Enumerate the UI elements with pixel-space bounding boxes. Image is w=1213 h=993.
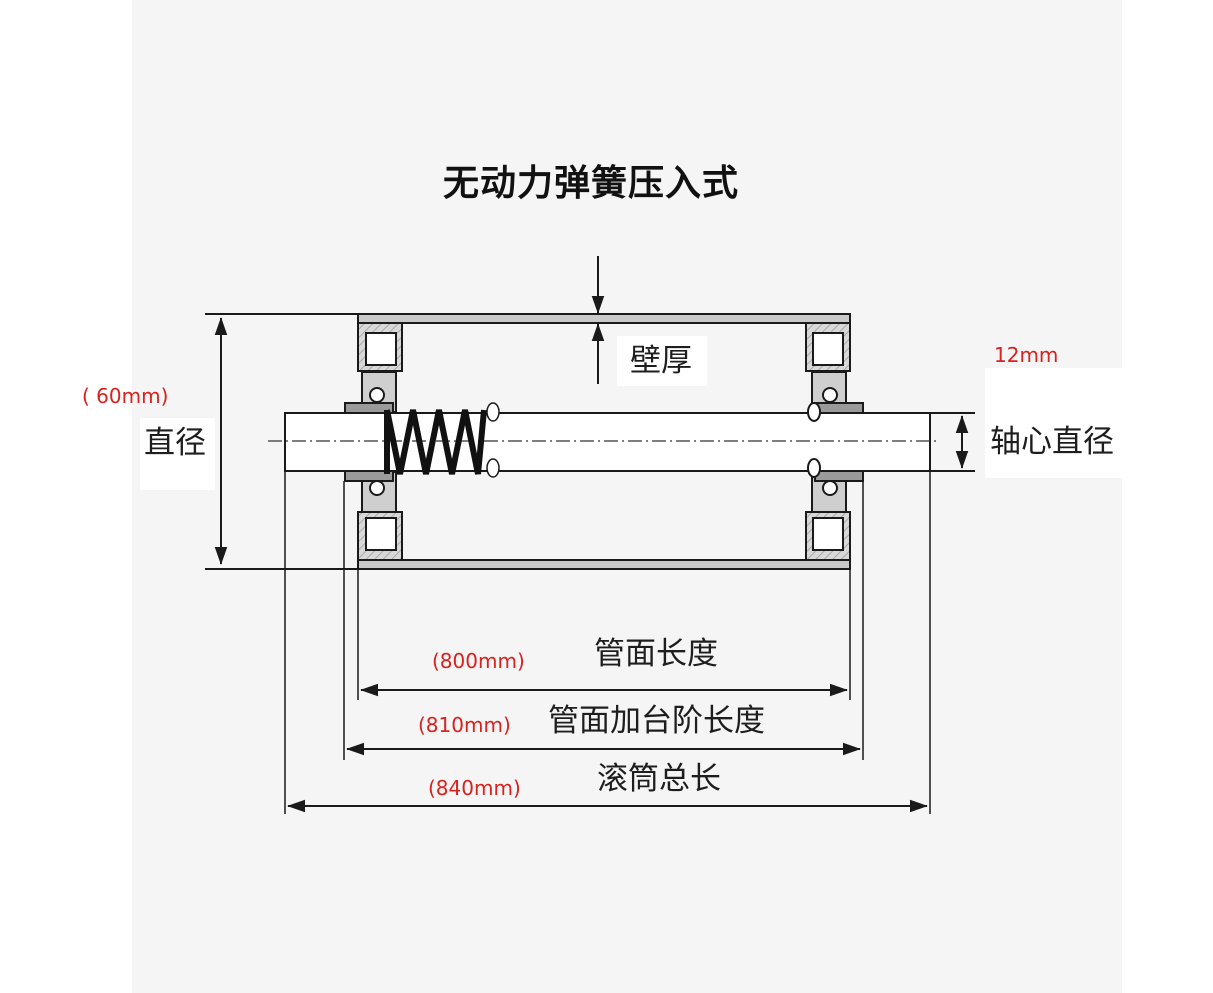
right-bearing-housing — [805, 322, 864, 561]
diameter-label-bg — [140, 418, 215, 490]
extension-lines — [284, 471, 931, 814]
diameter-dimension — [205, 313, 358, 570]
diagram-background — [132, 0, 1122, 993]
spring-end-balls — [486, 402, 500, 478]
length-dimensions — [287, 683, 928, 813]
wall-thickness-label-bg — [617, 336, 707, 386]
left-bearing-housing — [344, 322, 403, 561]
diameter-value: ( 60mm) — [82, 384, 169, 408]
tube-outer-wall — [357, 313, 851, 570]
tube-length-label: 管面长度 — [594, 636, 718, 672]
wall-thickness-label: 壁厚 — [630, 343, 692, 379]
wall-thickness-value: 12mm — [994, 343, 1059, 367]
tube-length-value: (800mm) — [432, 649, 525, 673]
diameter-label: 直径 — [144, 425, 206, 461]
roller-total-length-value: (840mm) — [428, 776, 521, 800]
shaft-diameter-dimension — [930, 412, 975, 472]
tube-step-length-value: (810mm) — [418, 713, 511, 737]
tube-step-length-label: 管面加台阶长度 — [548, 703, 765, 739]
shaft — [284, 412, 931, 472]
roller-total-length-label: 滚筒总长 — [597, 761, 721, 797]
shaft-label-bg — [985, 368, 1122, 478]
spring — [384, 409, 487, 475]
shaft-diameter-label: 轴心直径 — [990, 424, 1114, 460]
diagram-title: 无动力弹簧压入式 — [443, 163, 740, 204]
